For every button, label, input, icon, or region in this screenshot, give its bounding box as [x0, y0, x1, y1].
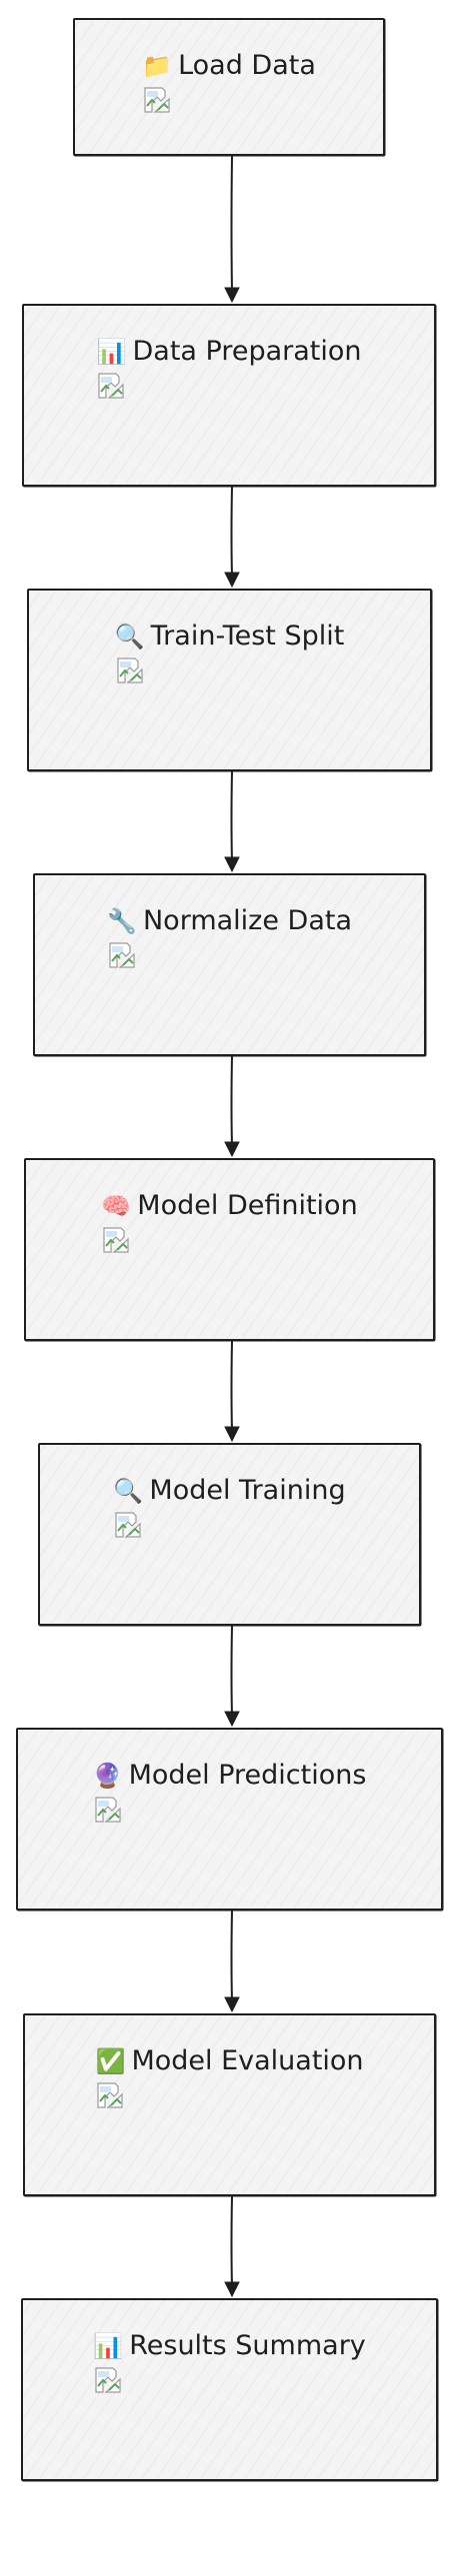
- broken-image-icon: [103, 1227, 129, 1253]
- magnifier-icon: 🔍: [113, 1476, 144, 1505]
- flow-node-title: 📊Data Preparation: [96, 336, 361, 367]
- flow-node-label: Model Predictions: [128, 1760, 367, 1791]
- broken-image-icon: [117, 657, 143, 683]
- flow-arrow-model-predictions-to-model-evaluation: [230, 1910, 233, 2002]
- broken-image-icon: [94, 1797, 121, 1823]
- flow-node-model-training: 🔍Model Training: [38, 1443, 421, 1626]
- flow-node-title: 🔮Model Predictions: [93, 1760, 367, 1791]
- broken-image-icon: [115, 1512, 142, 1538]
- flow-arrow-train-test-split-to-normalize-data: [230, 770, 233, 862]
- flow-node-label: Load Data: [178, 50, 316, 81]
- flow-node-train-test-split: 🔍Train-Test Split: [27, 589, 432, 771]
- flow-node-title: 🔧Normalize Data: [107, 905, 352, 936]
- flow-node-title: 🧠Model Definition: [101, 1190, 357, 1221]
- broken-image-icon: [144, 87, 170, 113]
- flow-node-title: 🔍Model Training: [113, 1475, 345, 1506]
- broken-image-icon: [98, 373, 125, 399]
- flow-node-title: 📊Results Summary: [93, 2330, 366, 2361]
- flow-node-label: Model Definition: [137, 1190, 358, 1221]
- flow-arrowhead: [224, 287, 240, 304]
- flow-arrowhead: [224, 1711, 240, 1728]
- flow-node-label: Train-Test Split: [150, 621, 345, 651]
- flow-arrow-model-training-to-model-predictions: [230, 1625, 233, 1717]
- flow-node-content: 🧠Model Definition: [26, 1190, 433, 1255]
- flow-node-label: Normalize Data: [142, 905, 353, 936]
- flow-arrowhead: [224, 1141, 240, 1158]
- broken-image-icon: [109, 942, 135, 968]
- flow-node-label: Results Summary: [129, 2330, 366, 2361]
- magnifier-icon: 🔍: [114, 622, 145, 650]
- flow-node-model-definition: 🧠Model Definition: [24, 1158, 435, 1341]
- flow-arrow-model-evaluation-to-results-summary: [230, 2195, 233, 2287]
- flow-node-content: 🔮Model Predictions: [18, 1760, 441, 1825]
- flow-node-content: 🔍Train-Test Split: [29, 621, 430, 685]
- flow-arrowhead: [224, 856, 240, 873]
- flow-arrowhead: [224, 2281, 240, 2298]
- flow-node-results-summary: 📊Results Summary: [21, 2298, 438, 2481]
- flow-node-content: 📁Load Data: [75, 50, 383, 115]
- flow-node-label: Data Preparation: [132, 336, 362, 367]
- flow-arrowhead: [224, 1426, 240, 1443]
- flow-node-content: ✅Model Evaluation: [25, 2045, 434, 2110]
- broken-image-icon: [97, 2082, 124, 2108]
- flow-node-label: Model Training: [149, 1475, 346, 1506]
- flow-arrowhead: [224, 1996, 240, 2013]
- flow-node-content: 🔧Normalize Data: [35, 905, 424, 970]
- flow-arrow-normalize-data-to-model-definition: [230, 1055, 233, 1147]
- flow-node-title: 📁Load Data: [142, 50, 316, 81]
- flow-node-data-preparation: 📊Data Preparation: [22, 304, 436, 487]
- flow-arrow-load-data-to-data-preparation: [230, 155, 233, 293]
- flow-node-normalize-data: 🔧Normalize Data: [33, 873, 426, 1056]
- flow-node-content: 🔍Model Training: [40, 1475, 419, 1540]
- flow-node-load-data: 📁Load Data: [73, 18, 385, 156]
- flow-node-model-evaluation: ✅Model Evaluation: [23, 2013, 436, 2196]
- flow-arrowhead: [224, 572, 240, 589]
- flow-node-title: ✅Model Evaluation: [95, 2045, 363, 2076]
- flow-node-label: Model Evaluation: [131, 2045, 364, 2076]
- flow-node-content: 📊Results Summary: [23, 2330, 436, 2395]
- flow-node-title: 🔍Train-Test Split: [115, 621, 345, 651]
- brain-icon: 🧠: [101, 1191, 132, 1220]
- flow-node-content: 📊Data Preparation: [24, 336, 434, 401]
- check-mark-icon: ✅: [95, 2046, 126, 2075]
- bar-chart-icon: 📊: [96, 337, 127, 366]
- wrench-icon: 🔧: [106, 906, 137, 935]
- flow-node-model-predictions: 🔮Model Predictions: [16, 1728, 443, 1911]
- broken-image-icon: [95, 2367, 121, 2393]
- flow-arrow-data-preparation-to-train-test-split: [230, 486, 233, 578]
- folder-icon: 📁: [142, 51, 172, 80]
- crystal-ball-icon: 🔮: [92, 1761, 123, 1790]
- flow-arrow-model-definition-to-model-training: [230, 1340, 233, 1432]
- bar-chart-icon: 📊: [93, 2331, 124, 2360]
